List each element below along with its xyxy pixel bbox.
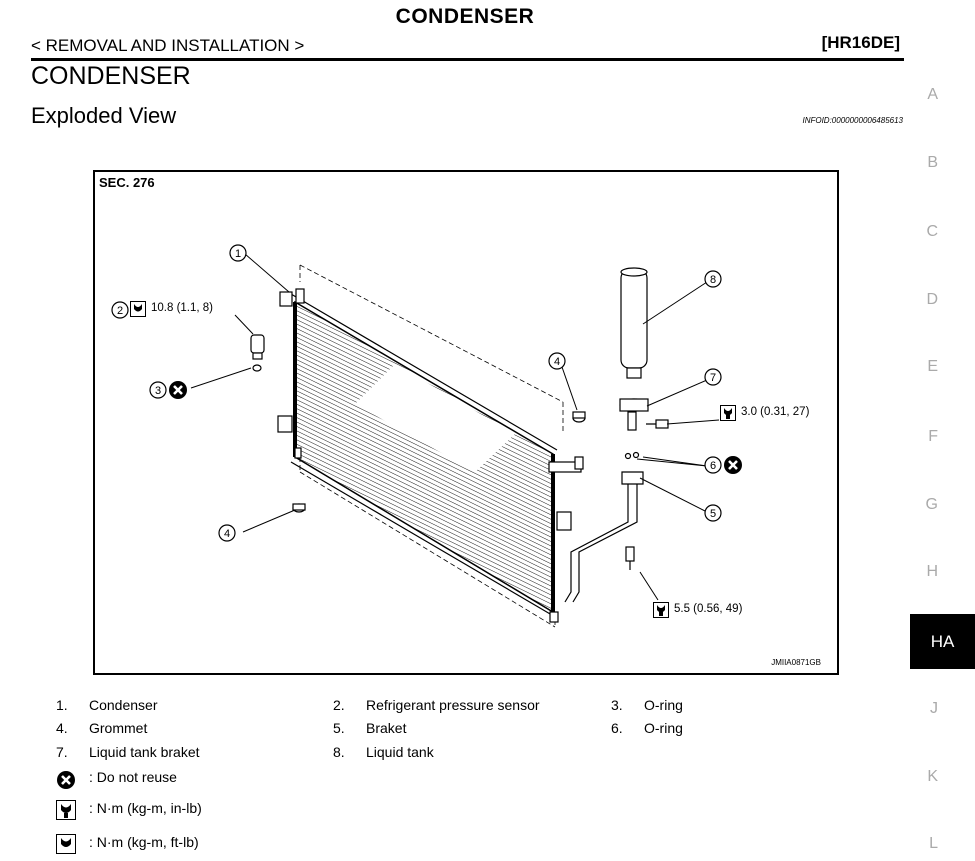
torque-sensor: 10.8 (1.1, 8) [151, 302, 214, 314]
svg-text:3: 3 [155, 385, 161, 397]
index-tab-k[interactable]: K [927, 768, 938, 785]
liquid-tank [620, 267, 648, 379]
index-tab-h[interactable]: H [926, 563, 938, 580]
svg-text:8: 8 [710, 274, 716, 286]
svg-text:2: 2 [117, 305, 123, 317]
index-tab-d[interactable]: D [926, 291, 938, 308]
part-number: 7. [56, 744, 68, 760]
page-heading: CONDENSER [31, 62, 191, 90]
index-tab-f[interactable]: F [928, 428, 938, 445]
legend-do-not-reuse: : Do not reuse [89, 769, 177, 785]
svg-text:4: 4 [224, 528, 230, 540]
index-tab-l[interactable]: L [929, 835, 938, 852]
engine-code: [HR16DE] [821, 33, 900, 52]
index-tab-a[interactable]: A [927, 86, 938, 103]
section-breadcrumb: < REMOVAL AND INSTALLATION > [31, 36, 305, 55]
page-subheading: Exploded View [31, 103, 177, 128]
page-top-title: CONDENSER [395, 5, 535, 28]
do-not-reuse-icon [56, 770, 76, 795]
torque-braket: 5.5 (0.56, 49) [674, 603, 743, 615]
part-number: 3. [611, 697, 623, 713]
torque-tank-bracket: 3.0 (0.31, 27) [741, 406, 810, 418]
legend-nm-ft-lb: : N·m (kg-m, ft-lb) [89, 834, 199, 850]
part-name: O-ring [644, 697, 683, 713]
svg-text:6: 6 [710, 460, 716, 472]
part-name: Liquid tank [366, 744, 434, 760]
part-name: Condenser [89, 697, 158, 713]
index-tab-ha-active[interactable]: HA [910, 614, 975, 669]
condenser-core [290, 293, 558, 619]
section-number: SEC. 276 [99, 175, 155, 190]
part-name: Refrigerant pressure sensor [366, 697, 540, 713]
index-tab-e[interactable]: E [927, 358, 938, 375]
info-id: INFOID:0000000006485613 [802, 116, 903, 125]
svg-text:7: 7 [710, 372, 716, 384]
exploded-view-diagram: SEC. 276 JMIIA0871GB [93, 170, 839, 675]
part-name: O-ring [644, 720, 683, 736]
torque-in-lb-icon [56, 800, 76, 825]
figure-id: JMIIA0871GB [771, 658, 821, 667]
part-name: Grommet [89, 720, 148, 736]
svg-text:5: 5 [710, 508, 716, 520]
tank-bracket [619, 398, 669, 460]
pressure-sensor [250, 334, 265, 372]
part-number: 6. [611, 720, 623, 736]
part-number: 4. [56, 720, 68, 736]
part-number: 2. [333, 697, 345, 713]
index-tab-c[interactable]: C [926, 223, 938, 240]
part-name: Braket [366, 720, 407, 736]
part-number: 5. [333, 720, 345, 736]
svg-text:1: 1 [235, 248, 241, 260]
section-index-tabs: A B C D E F G H HA J K L [910, 0, 975, 861]
condenser-illustration [190, 253, 720, 628]
index-tab-b[interactable]: B [927, 154, 938, 171]
header-divider [31, 58, 904, 61]
index-tab-g[interactable]: G [925, 496, 938, 513]
part-name: Liquid tank braket [89, 744, 200, 760]
part-number: 8. [333, 744, 345, 760]
part-number: 1. [56, 697, 68, 713]
legend-nm-in-lb: : N·m (kg-m, in-lb) [89, 800, 202, 816]
svg-text:4: 4 [554, 356, 560, 368]
index-tab-j[interactable]: J [930, 700, 938, 717]
torque-ft-lb-icon [56, 834, 76, 859]
